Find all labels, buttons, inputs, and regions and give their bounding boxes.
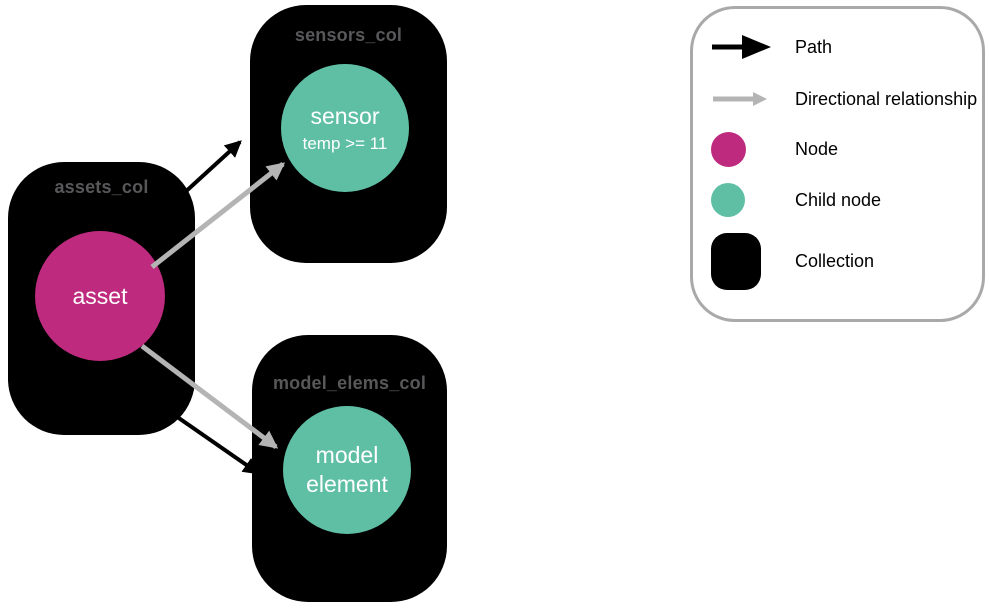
node-model-element: model element xyxy=(283,406,411,534)
legend-item-child-node: Child node xyxy=(711,180,881,220)
legend: Path Directional relationship Node Child… xyxy=(690,6,985,322)
node-model-element-label: model element xyxy=(306,442,388,497)
node-icon xyxy=(711,131,777,167)
collection-label-assets: assets_col xyxy=(54,177,149,197)
legend-label-collection: Collection xyxy=(795,250,875,271)
collection-icon xyxy=(711,232,777,290)
legend-item-directional: Directional relationship xyxy=(711,79,977,119)
collection-model-elems-col: model_elems_col model element xyxy=(252,335,447,602)
legend-item-path: Path xyxy=(711,27,832,67)
legend-label-directional: Directional relationship xyxy=(795,88,978,109)
path-arrow-icon xyxy=(711,34,777,60)
node-sensor: sensor temp >= 11 xyxy=(281,64,409,192)
legend-label-child-node: Child node xyxy=(795,189,882,210)
legend-item-collection: Collection xyxy=(711,231,874,291)
collection-assets-col: assets_col asset xyxy=(8,162,195,435)
node-asset-label: asset xyxy=(72,282,128,309)
legend-item-node: Node xyxy=(711,129,838,169)
node-asset: asset xyxy=(35,231,165,361)
legend-label-path: Path xyxy=(795,36,833,57)
collection-label-model-elems: model_elems_col xyxy=(272,373,427,393)
node-sensor-condition: temp >= 11 xyxy=(302,133,388,153)
collection-sensors-col: sensors_col sensor temp >= 11 xyxy=(250,5,447,263)
collection-label-sensors: sensors_col xyxy=(294,25,403,45)
child-node-icon xyxy=(711,183,777,217)
directional-arrow-icon xyxy=(711,90,777,108)
legend-label-node: Node xyxy=(795,138,839,159)
node-sensor-label: sensor xyxy=(310,103,380,130)
